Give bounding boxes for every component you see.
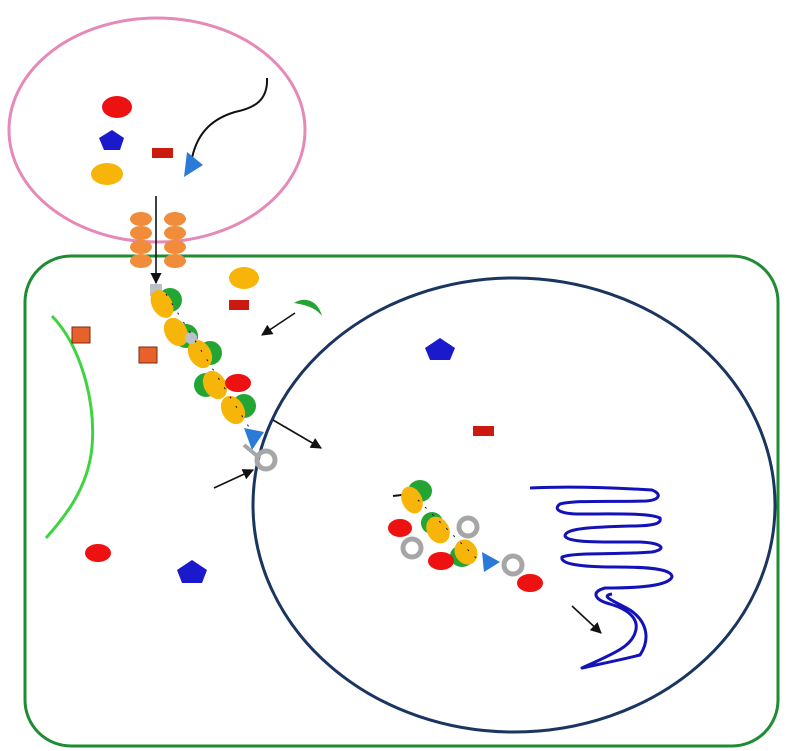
red-oval-icon	[517, 574, 543, 592]
orange-square-icon	[138, 346, 158, 364]
grey-ring-icon	[400, 536, 424, 560]
red-oval-icon	[388, 519, 412, 537]
arrow-icon	[571, 605, 602, 634]
nucleus-outline	[251, 276, 777, 734]
red-rectangle-icon	[473, 426, 494, 436]
membrane-curve	[44, 314, 95, 539]
red-oval-icon	[85, 544, 111, 562]
cell-outline	[23, 254, 780, 748]
blue-pentagon-icon	[177, 560, 207, 583]
red-oval-icon	[225, 374, 251, 392]
vesicle-outline	[7, 16, 307, 244]
protein-chain	[150, 284, 278, 472]
blue-arrowhead-icon	[184, 152, 203, 177]
red-rectangle-icon	[229, 300, 249, 310]
arrow-icon	[213, 469, 255, 489]
grey-ring-icon	[254, 448, 278, 472]
blue-arrowhead-icon	[482, 552, 500, 572]
blue-pentagon-icon	[99, 130, 124, 150]
arrow-icon	[261, 312, 296, 336]
red-rectangle-icon	[152, 148, 173, 158]
red-oval-icon	[428, 552, 454, 570]
blue-pentagon-icon	[425, 338, 455, 360]
green-crescent-icon	[294, 299, 322, 316]
yellow-oval-icon	[229, 267, 259, 289]
chromatin-icon	[529, 485, 674, 670]
arrow-icon	[272, 419, 322, 449]
membrane-channel-icon	[130, 212, 186, 268]
yellow-oval-icon	[91, 163, 123, 185]
curved-arrow	[191, 77, 269, 159]
grey-ring-icon	[456, 515, 480, 539]
orange-square-icon	[71, 326, 91, 344]
nucleus-protein-chain	[388, 480, 543, 592]
red-oval-icon	[102, 96, 132, 118]
blue-arrowhead-icon	[244, 428, 264, 450]
grey-ring-icon	[501, 553, 525, 577]
